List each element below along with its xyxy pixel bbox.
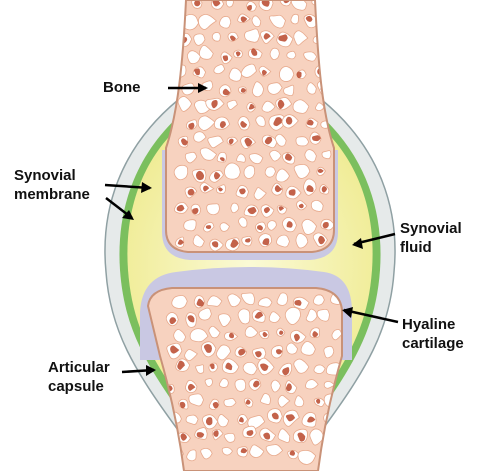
hyaline-cartilage-arrow (343, 308, 399, 324)
label-arrows (104, 83, 399, 376)
articular-capsule-label: Articular capsule (48, 359, 110, 395)
hyaline-cartilage-label: Hyaline cartilage (402, 316, 464, 352)
bone-label: Bone (103, 79, 141, 96)
bone-arrowhead (198, 83, 208, 93)
lower-bone (146, 287, 343, 471)
synovial-membrane-label: Synovial membrane (14, 167, 90, 203)
upper-bone (165, 0, 335, 253)
synovial-fluid-label: Synovial fluid (400, 220, 462, 256)
